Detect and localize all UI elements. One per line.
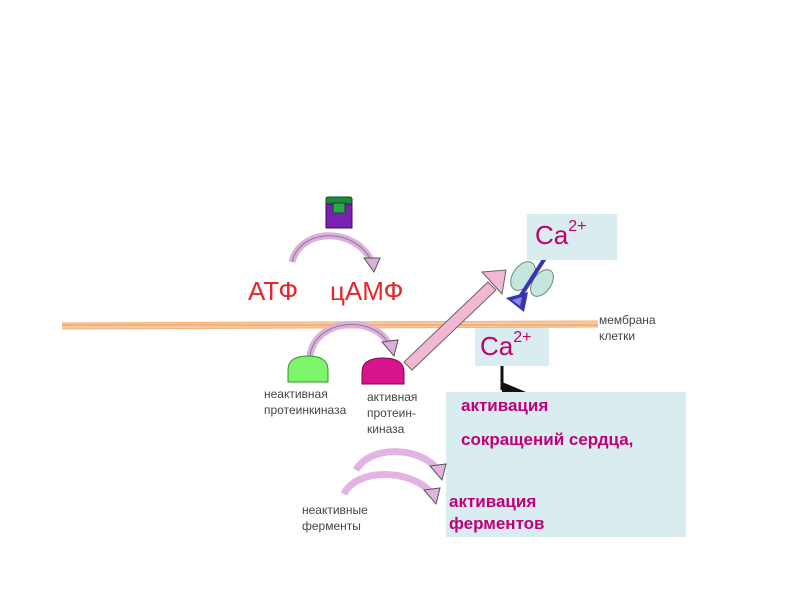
active-kinase-line2: протеин- <box>367 406 416 420</box>
kinase-activation-arrow <box>306 321 394 357</box>
effect-enzymes-line2: ферментов <box>449 514 545 533</box>
calcium-extracellular: Ca2+ <box>527 214 617 260</box>
active-kinase-label: активная протеин- киназа <box>367 389 417 437</box>
inactive-enzymes-label: неактивные ферменты <box>302 502 368 534</box>
membrane-label: мембрана клетки <box>599 312 656 344</box>
inactive-enzymes-line2: ферменты <box>302 519 361 533</box>
calcium-influx-arrow <box>506 256 547 312</box>
calcium-top-symbol: Ca <box>535 220 569 250</box>
calcium-top-charge: 2+ <box>568 218 587 235</box>
calcium-bottom-charge: 2+ <box>513 329 532 346</box>
calcium-channel-right-icon <box>530 269 554 297</box>
membrane-label-line1: мембрана <box>599 313 656 327</box>
inactive-enzymes-line1: неактивные <box>302 503 368 517</box>
effect-box <box>446 392 686 537</box>
active-kinase-shape <box>361 357 405 385</box>
effect-heart-line2: сокращений сердца, <box>461 430 634 449</box>
calcium-intracellular: Ca2+ <box>475 328 549 366</box>
receptor-block-icon <box>325 196 353 229</box>
effect-heart-line1: активация <box>461 396 549 415</box>
calcium-bottom-symbol: Ca <box>480 331 514 361</box>
active-kinase-line3: киназа <box>367 422 405 436</box>
kinase-to-channel-arrow <box>403 269 507 371</box>
effect-enzymes-line1: активация <box>449 492 537 511</box>
active-kinase-line1: активная <box>367 390 418 404</box>
inactive-kinase-shape <box>287 355 329 383</box>
enzyme-activation-arrow-upper <box>352 448 441 473</box>
camp-label: цАМФ <box>330 276 404 306</box>
atp-label: АТФ <box>248 276 299 306</box>
inactive-kinase-label: неактивная протеинкиназа <box>264 386 346 418</box>
inactive-kinase-line2: протеинкиназа <box>264 403 347 417</box>
atp-to-camp-arrow <box>288 232 376 264</box>
enzyme-activation-arrow-lower <box>340 471 435 497</box>
membrane-label-line2: клетки <box>599 329 636 343</box>
inactive-kinase-line1: неактивная <box>264 387 328 401</box>
